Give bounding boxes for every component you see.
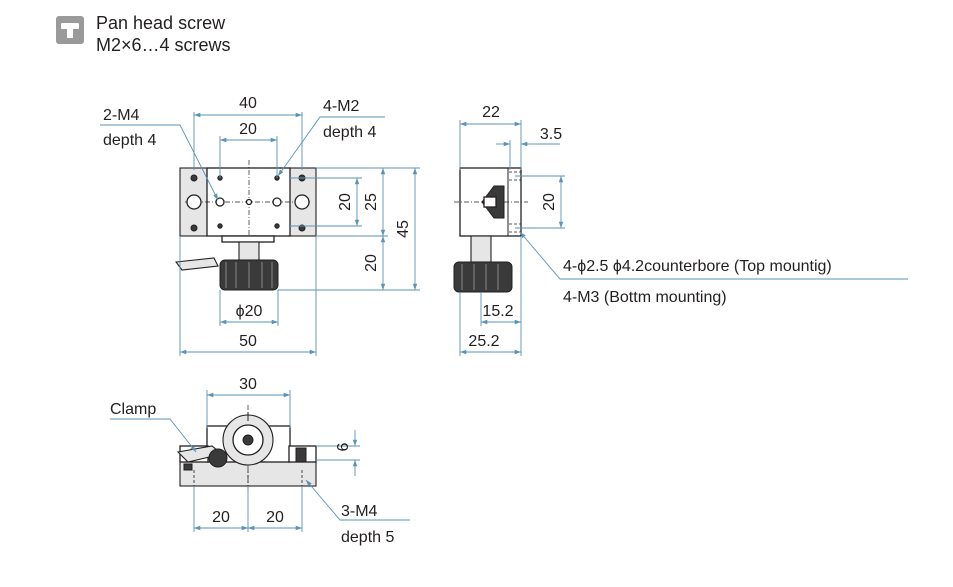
front-view: 30 6 20 20 Clamp 3-M4 depth 5 bbox=[110, 376, 410, 546]
side-view: 22 3.5 20 15.2 25.2 4-ϕ2.5 ϕ4.2counterbo… bbox=[453, 104, 908, 356]
dim-6: 6 bbox=[335, 442, 352, 451]
dim-30: 30 bbox=[239, 376, 257, 393]
note-3m4: 3-M4 bbox=[341, 503, 378, 520]
dim-20-left: 20 bbox=[212, 509, 230, 526]
side-stem bbox=[470, 235, 492, 263]
dim-phi20: ϕ20 bbox=[236, 303, 263, 320]
dim-50: 50 bbox=[239, 333, 257, 350]
pan-head-screw-icon bbox=[56, 16, 84, 44]
note-3m4-depth: depth 5 bbox=[341, 529, 394, 546]
legend-title: Pan head screw bbox=[96, 13, 226, 33]
dim-20-v: 20 bbox=[337, 193, 354, 211]
rail-screw-right bbox=[294, 194, 310, 210]
dim-45: 45 bbox=[395, 220, 412, 238]
dim-20-right: 20 bbox=[266, 509, 284, 526]
legend-text: Pan head screw M2×6…4 screws bbox=[96, 12, 356, 56]
dim-25-2: 25.2 bbox=[468, 333, 499, 350]
dim-15-2: 15.2 bbox=[482, 303, 513, 320]
note-top-mounting: 4-ϕ2.5 ϕ4.2counterbore (Top mountig) bbox=[563, 258, 832, 275]
side-knob bbox=[453, 261, 513, 293]
knob-stem bbox=[238, 241, 260, 261]
dim-22: 22 bbox=[482, 104, 500, 121]
dim-25: 25 bbox=[363, 193, 380, 211]
note-4m2-depth: depth 4 bbox=[323, 124, 376, 141]
top-view: 40 20 20 25 45 20 ϕ20 50 2-M4 depth 4 4-… bbox=[100, 95, 420, 356]
dim-20-side: 20 bbox=[541, 193, 558, 211]
note-2m4-depth: depth 4 bbox=[103, 132, 156, 149]
note-4m2: 4-M2 bbox=[323, 98, 360, 115]
legend-subtitle: M2×6…4 screws bbox=[96, 35, 231, 55]
clamp-lever-top bbox=[174, 257, 219, 271]
note-2m4: 2-M4 bbox=[103, 107, 140, 124]
dim-40: 40 bbox=[239, 95, 257, 112]
note-bottom-mounting: 4-M3 (Bottm mounting) bbox=[563, 289, 727, 306]
dim-3-5: 3.5 bbox=[540, 126, 562, 143]
clamp-label: Clamp bbox=[110, 401, 156, 418]
knob-collar bbox=[221, 235, 275, 243]
dim-20-top: 20 bbox=[239, 121, 257, 138]
rail-screw-left bbox=[186, 194, 202, 210]
dim-20-lower: 20 bbox=[363, 254, 380, 272]
m4-hole-right bbox=[272, 197, 282, 207]
